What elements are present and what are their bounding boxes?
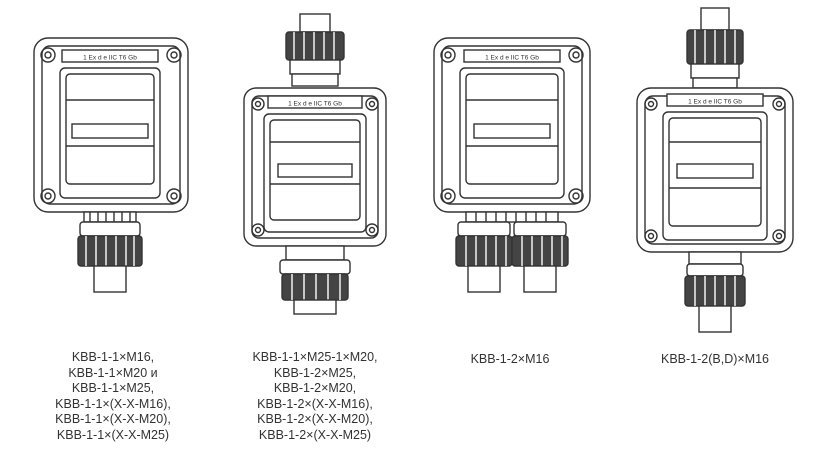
mounting-screw-icon: [251, 97, 379, 237]
caption-line: KBB-1-1×M16,: [71, 350, 155, 364]
caption-line: KBB-1-1×(X-X-M20),: [55, 412, 171, 427]
enclosure-drawing-kbb-1-1: 1 Ex d e IIC T6 Gb: [33, 37, 189, 293]
caption-kbb-1-1-m25-m20: KBB-1-1×M25-1×M20, KBB-1-2×M25, KBB-1-2×…: [230, 350, 400, 444]
cable-gland-icon: [684, 251, 746, 333]
cable-gland-icon: [511, 221, 569, 293]
caption-line: KBB-1-2×(X-X-M16),: [257, 396, 373, 411]
caption-kbb-1-2-bd-m16: KBB-1-2(B,D)×M16: [640, 352, 790, 368]
enclosure-drawing-kbb-1-1-m25-m20: 1 Ex d e IIC T6 Gb: [243, 13, 387, 315]
nameplate-text: 1 Ex d e IIC T6 Gb: [288, 101, 342, 108]
nameplate-text: 1 Ex d e IIC T6 Gb: [485, 55, 539, 62]
caption-line: KBB-1-2×M20,: [273, 381, 357, 396]
enclosure-drawing-kbb-1-2-bd-m16: 1 Ex d e IIC T6 Gb: [636, 7, 794, 333]
caption-kbb-1-2-m16: KBB-1-2×M16: [440, 352, 580, 368]
caption-line: KBB-1-1×M25,: [71, 381, 155, 396]
enclosure-drawing-kbb-1-2-m16: 1 Ex d e IIC T6 Gb: [433, 37, 591, 293]
nameplate-text: 1 Ex d e IIC T6 Gb: [83, 55, 137, 62]
caption-line: KBB-1-1×M25-1×M20,: [252, 350, 378, 364]
cable-gland-icon: [455, 221, 513, 293]
caption-line: KBB-1-2(B,D)×M16: [660, 352, 770, 366]
caption-line: KBB-1-1×(X-X-M25): [56, 427, 170, 442]
mounting-screw-icon: [440, 47, 584, 204]
mounting-screw-icon: [644, 97, 786, 243]
caption-kbb-1-1: KBB-1-1×M16, KBB-1-1×M20 и KBB-1-1×M25, …: [38, 350, 188, 444]
mounting-screw-icon: [40, 47, 182, 204]
nameplate-text: 1 Ex d e IIC T6 Gb: [688, 99, 742, 106]
caption-line: KBB-1-2×M25,: [273, 365, 357, 380]
cable-gland-icon: [279, 245, 351, 315]
cable-gland-icon: [77, 221, 143, 293]
caption-line: KBB-1-1×(X-X-M16),: [55, 396, 171, 411]
caption-line: KBB-1-2×(X-X-M25): [258, 427, 372, 442]
caption-line: KBB-1-1×M20 и: [68, 365, 158, 380]
cable-gland-icon: [686, 7, 744, 89]
caption-line: KBB-1-2×M16: [470, 352, 550, 366]
cable-gland-icon: [285, 13, 345, 87]
caption-line: KBB-1-2×(X-X-M20),: [257, 412, 373, 427]
